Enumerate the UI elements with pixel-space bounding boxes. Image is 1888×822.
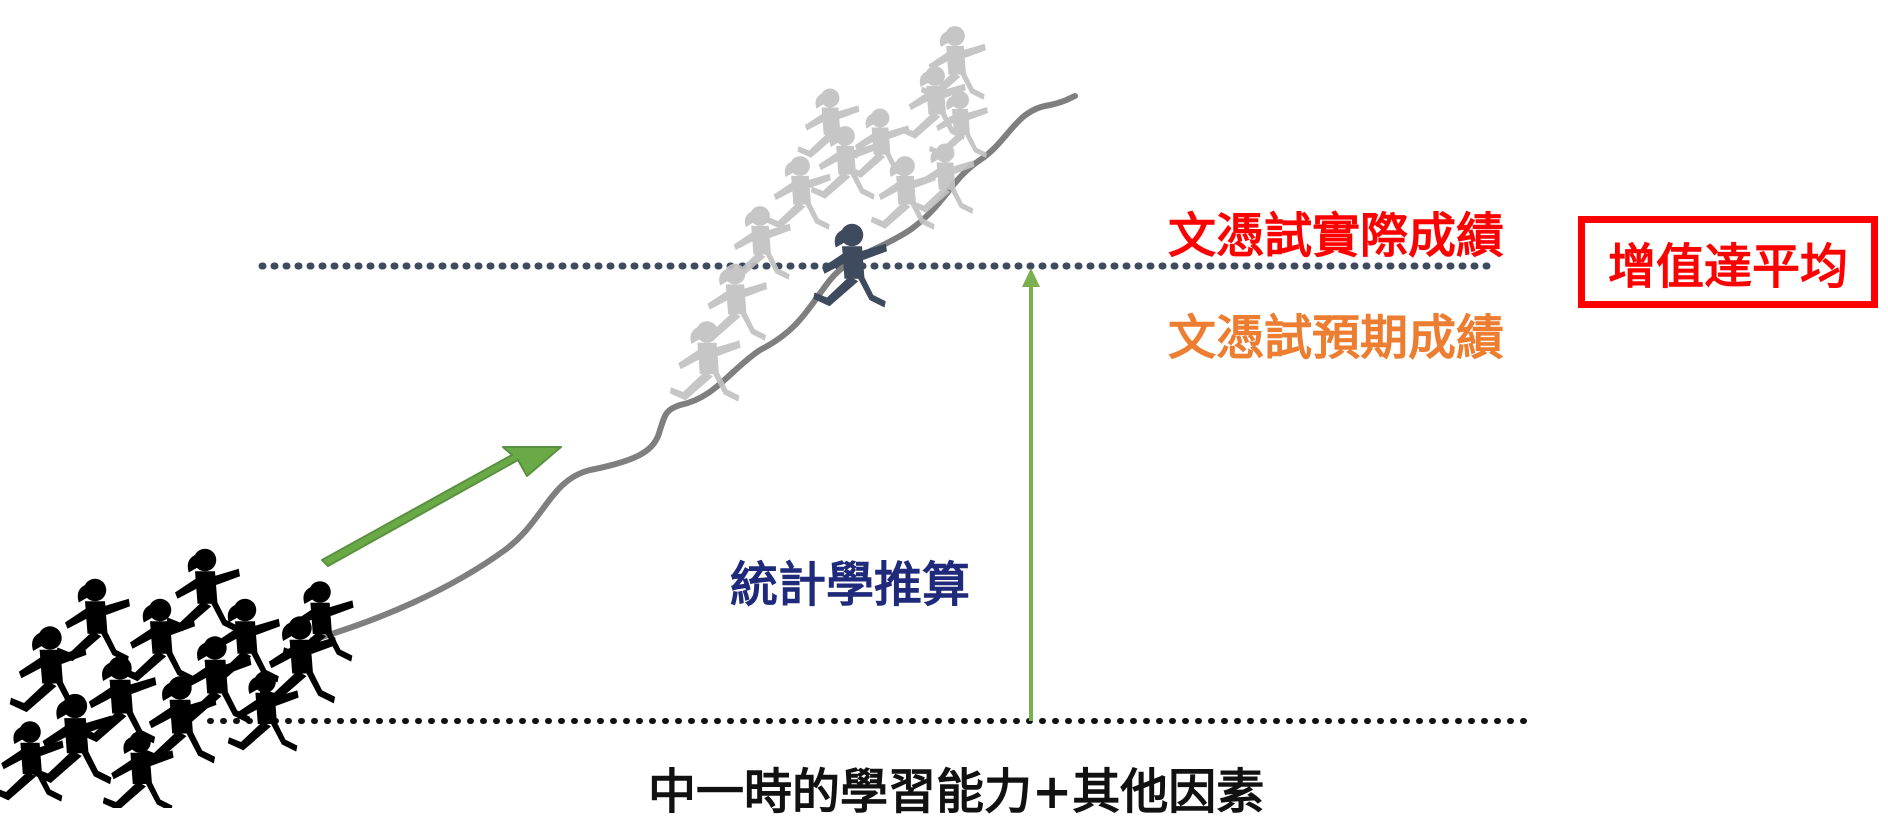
growth-arrow xyxy=(321,446,562,567)
expected-score-label: 文憑試預期成績 xyxy=(1168,310,1505,366)
value-added-badge: 增值達平均 xyxy=(1578,216,1878,308)
vertical-estimation-arrow xyxy=(1022,268,1040,721)
running-children-silhouettes-icon xyxy=(0,548,354,808)
statistics-estimation-label: 統計學推算 xyxy=(730,557,971,613)
fading-runner-silhouettes-icon xyxy=(669,26,988,402)
actual-score-label: 文憑試實際成績 xyxy=(1168,208,1505,264)
baseline-ability-label: 中一時的學習能力+其他因素 xyxy=(648,764,1265,820)
value-added-badge-text: 增值達平均 xyxy=(1607,239,1848,295)
